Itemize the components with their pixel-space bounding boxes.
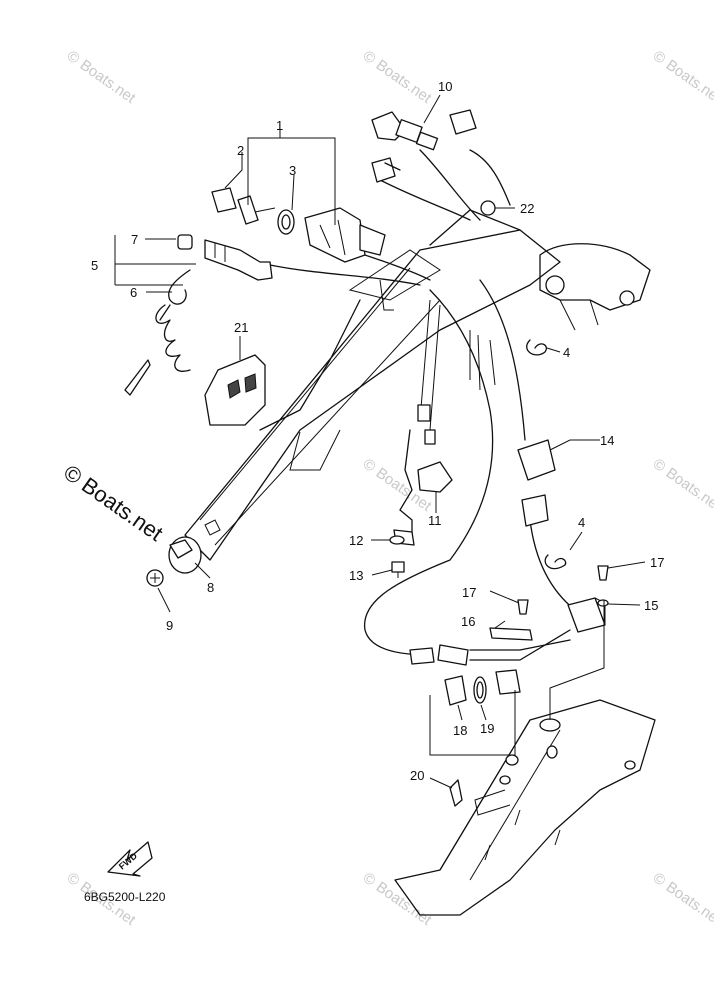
- callout-13: 13: [349, 568, 363, 583]
- watermark-text: Boats.net: [663, 465, 714, 516]
- callout-4: 4: [578, 515, 585, 530]
- grip-end-8: [146, 536, 202, 587]
- callout-17: 17: [462, 585, 476, 600]
- callout-20: 20: [410, 768, 424, 783]
- callout-4: 4: [563, 345, 570, 360]
- sensor-11: [393, 404, 453, 546]
- callout-6: 6: [130, 285, 137, 300]
- watermark-copyright: ©: [650, 455, 669, 475]
- callout-12: 12: [349, 533, 363, 548]
- callout-16: 16: [461, 614, 475, 629]
- callouts: 1 2 3 4 4 5 6 7 8 9 10 11 12 13 14 15 16…: [91, 79, 664, 783]
- watermark-main: © Boats.net: [59, 460, 168, 546]
- fwd-arrow-icon: FWD: [107, 841, 153, 877]
- callout-18: 18: [453, 723, 467, 738]
- wiring: [269, 149, 576, 661]
- grommets-18-19: [444, 669, 521, 706]
- watermark-copyright: ©: [360, 869, 379, 889]
- callout-8: 8: [207, 580, 214, 595]
- tiller-handle: [184, 209, 651, 561]
- stop-switch-assembly: [124, 234, 273, 396]
- watermark-copyright: ©: [64, 47, 83, 67]
- callout-11: 11: [428, 513, 442, 528]
- bottom-bracket: [394, 699, 656, 916]
- watermark-copyright: ©: [650, 47, 669, 67]
- callout-22: 22: [520, 201, 534, 216]
- throttle-grip-21: [204, 354, 266, 426]
- clip-4: [526, 339, 567, 570]
- callout-17: 17: [650, 555, 664, 570]
- watermark-text: Boats.net: [663, 879, 714, 930]
- watermark-copyright: ©: [64, 869, 83, 889]
- callout-1: 1: [276, 118, 283, 133]
- watermark-layer: © Boats.net © Boats.net © Boats.net © Bo…: [64, 47, 714, 929]
- connector-10: [371, 109, 496, 216]
- watermark-text: Boats.net: [373, 57, 435, 108]
- fasteners-12-13: [389, 535, 405, 578]
- watermark-main-text: Boats.net: [77, 472, 167, 546]
- fwd-label: FWD: [117, 850, 140, 871]
- callout-21: 21: [234, 320, 248, 335]
- callout-19: 19: [480, 721, 494, 736]
- watermark-text: Boats.net: [373, 879, 435, 930]
- watermark-copyright: ©: [360, 455, 379, 475]
- callout-2: 2: [237, 143, 244, 158]
- watermark-text: Boats.net: [663, 57, 714, 108]
- relay-15: [517, 565, 609, 633]
- callout-15: 15: [644, 598, 658, 613]
- bracket-16: [409, 627, 533, 666]
- main-switch-assembly: [211, 187, 386, 263]
- callout-10: 10: [438, 79, 452, 94]
- leader-lines: [114, 94, 646, 789]
- watermark-copyright: ©: [360, 47, 379, 67]
- watermark-text: Boats.net: [77, 57, 139, 108]
- connector-14: [517, 439, 556, 527]
- callout-7: 7: [131, 232, 138, 247]
- callout-5: 5: [91, 258, 98, 273]
- callout-9: 9: [166, 618, 173, 633]
- callout-3: 3: [289, 163, 296, 178]
- diagram-code: 6BG5200-L220: [84, 890, 166, 904]
- watermark-copyright: ©: [650, 869, 669, 889]
- callout-14: 14: [600, 433, 614, 448]
